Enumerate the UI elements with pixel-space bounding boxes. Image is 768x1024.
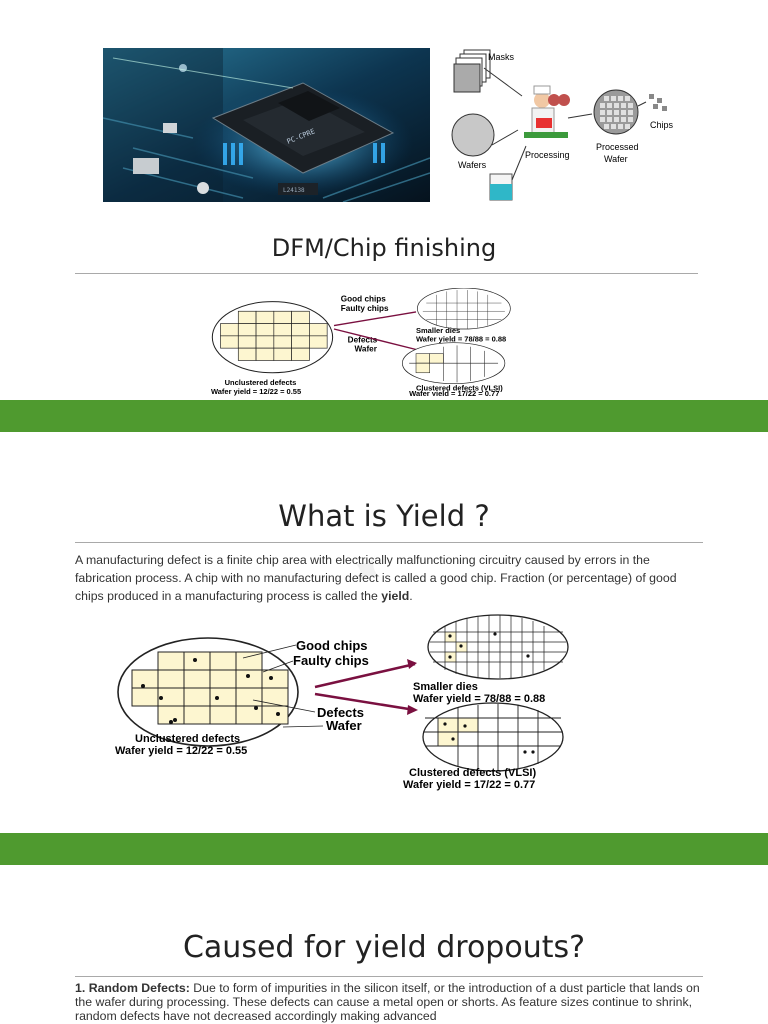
item-label: Random Defects: [88, 981, 190, 995]
paragraph-end: . [409, 589, 413, 603]
unclustered-wafer-large [117, 637, 299, 747]
good-chips-label: Good chips [341, 295, 386, 304]
good-chips-label-large: Good chips [296, 638, 368, 653]
smaller-dies-label-large: Smaller dies [413, 681, 478, 693]
defects-label-large: Defects [317, 705, 364, 720]
wafer-label: Wafer [354, 345, 377, 354]
clustered-label-large: Clustered defects (VLSI) [409, 767, 536, 779]
yield-definition-paragraph: A manufacturing defect is a finite chip … [75, 551, 705, 605]
wafer-icon [451, 113, 495, 157]
clustered-label: Clustered defects (VLSI) [416, 384, 503, 393]
chips-icon [649, 94, 667, 111]
processed-label-2: Wafer [604, 154, 628, 164]
smaller-yield-label: Wafer yield = 78/88 = 0.88 [416, 334, 506, 343]
faulty-chips-label-large: Faulty chips [293, 653, 369, 668]
smaller-dies-wafer [427, 614, 569, 680]
title-rule-2 [75, 542, 703, 543]
unclustered-label-large: Unclustered defects [135, 733, 240, 745]
slide-3-title: Caused for yield dropouts? [182, 930, 586, 965]
item-text: Due to form of impurities in the silicon… [75, 981, 700, 1023]
arrow-to-smaller-dies [314, 659, 417, 689]
processed-label-1: Processed [596, 142, 639, 152]
item-number: 1. [75, 981, 89, 995]
green-divider-band-1 [0, 400, 768, 432]
yield-diagram-small: Good chips Faulty chips Defects Wafer Un… [211, 288, 511, 396]
slide-1-title: DFM/Chip finishing [271, 234, 497, 262]
process-diagram: Masks Wafers Processing [451, 49, 674, 201]
paragraph-text: A manufacturing defect is a finite chip … [75, 553, 677, 603]
title-rule-3 [75, 976, 703, 977]
chip-photo: PC-CPRE L24138 [103, 48, 430, 202]
faulty-chips-label: Faulty chips [341, 304, 389, 313]
processing-label: Processing [525, 150, 570, 160]
smaller-dies-label: Smaller dies [416, 326, 460, 335]
beaker-icon [489, 173, 513, 201]
smaller-yield-label-large: Wafer yield = 78/88 = 0.88 [413, 693, 545, 705]
yield-diagram-large: Good chips Faulty chips Defects Wafer Un… [115, 614, 569, 791]
component-label: L24138 [283, 187, 305, 194]
unclustered-wafer [211, 301, 334, 374]
wafers-label: Wafers [458, 160, 487, 170]
processed-wafer-icon [593, 89, 639, 135]
unclustered-yield-label-large: Wafer yield = 12/22 = 0.55 [115, 745, 247, 757]
title-rule [75, 273, 698, 274]
masks-label: Masks [488, 52, 515, 62]
unclustered-yield-label: Wafer yield = 12/22 = 0.55 [211, 387, 301, 396]
clustered-yield-label-large: Wafer yield = 17/22 = 0.77 [403, 779, 535, 791]
defects-label: Defects [348, 336, 378, 345]
paragraph-bold-yield: yield [381, 589, 410, 603]
chips-label: Chips [650, 120, 674, 130]
clustered-wafer [422, 702, 564, 772]
arrow-to-clustered [314, 692, 418, 715]
slide-2-title: What is Yield ? [278, 499, 490, 533]
clustered-yield-label: Wafer yield = 17/22 = 0.77 [409, 389, 499, 396]
random-defects-paragraph: 1. Random Defects: Due to form of impuri… [75, 981, 705, 1023]
wafer-label-large: Wafer [326, 718, 362, 733]
masks-icon [453, 49, 491, 93]
unclustered-label: Unclustered defects [225, 378, 297, 387]
processing-chef-icon [524, 85, 570, 148]
green-divider-band-2 [0, 833, 768, 865]
